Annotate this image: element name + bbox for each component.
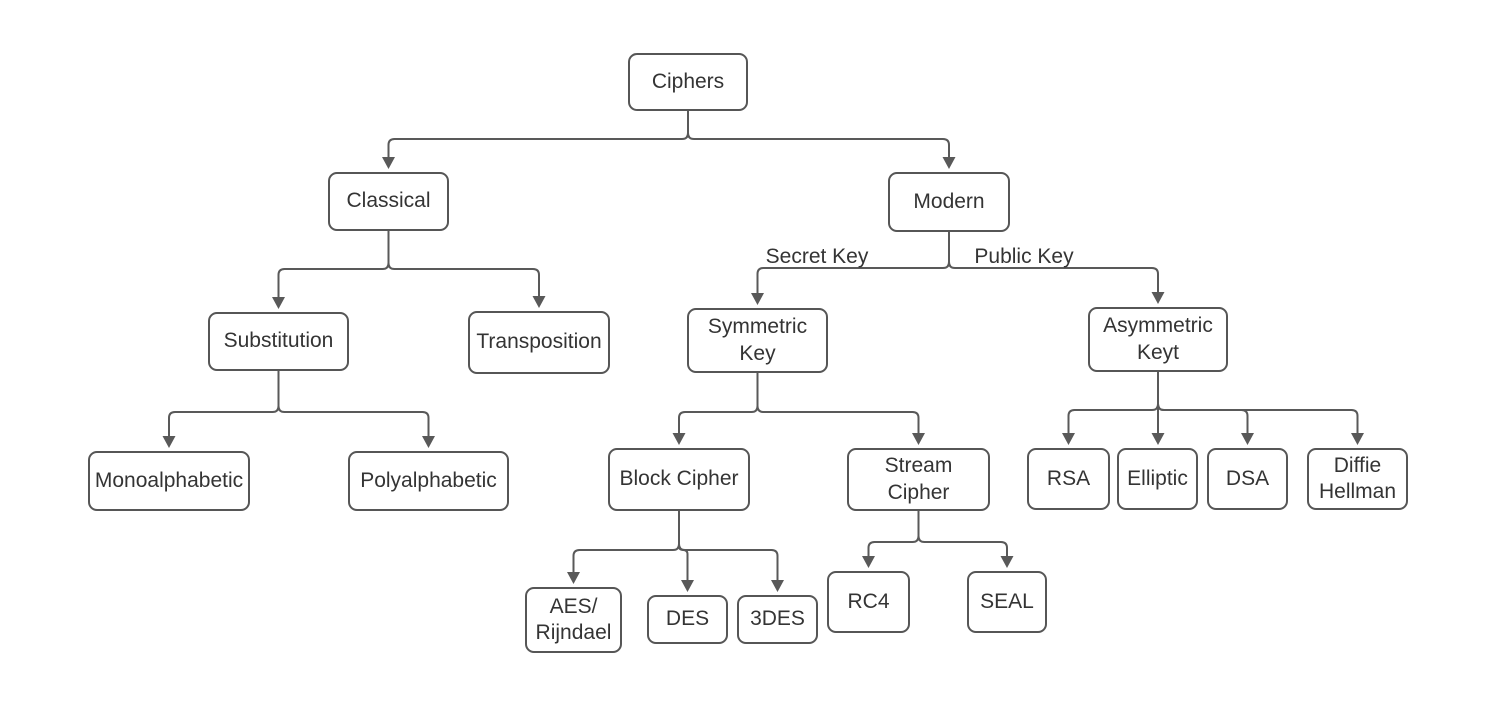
arrowhead-icon — [912, 433, 925, 445]
node-modern-label: Modern — [913, 189, 985, 213]
node-block-cipher: Block Cipher — [608, 448, 750, 511]
node-modern: Modern — [888, 172, 1010, 232]
node-seal: SEAL — [967, 571, 1047, 633]
node-rc4-label: RC4 — [847, 589, 890, 613]
node-elliptic-label: Elliptic — [1127, 466, 1188, 490]
node-asymmetric-key-label: Asymmetric Keyt — [1103, 314, 1213, 364]
node-stream-cipher-label: Stream Cipher — [884, 454, 953, 504]
edge-label-secret-key: Secret Key — [765, 245, 869, 268]
arrowhead-icon — [382, 157, 395, 169]
node-rc4: RC4 — [827, 571, 910, 633]
node-polyalphabetic: Polyalphabetic — [348, 451, 509, 511]
node-dsa: DSA — [1207, 448, 1288, 510]
edge-stream-rc4 — [862, 511, 920, 568]
node-des-label: DES — [665, 607, 710, 631]
arrowhead-icon — [1151, 433, 1165, 445]
arrowhead-icon — [1062, 433, 1075, 445]
arrowhead-icon — [567, 572, 580, 584]
edge-asymmetric-dsa — [1157, 372, 1254, 445]
edge-substitution-polyalphabetic — [277, 371, 435, 448]
arrowhead-icon — [942, 157, 956, 169]
node-substitution: Substitution — [208, 312, 349, 371]
node-des: DES — [647, 595, 728, 644]
node-rsa: RSA — [1027, 448, 1110, 510]
node-ciphers-label: Ciphers — [651, 69, 725, 93]
node-3des-label: 3DES — [750, 607, 805, 631]
node-classical: Classical — [328, 172, 449, 231]
node-seal-label: SEAL — [980, 589, 1034, 613]
edge-ciphers-modern — [687, 111, 956, 169]
node-monoalphabetic: Monoalphabetic — [88, 451, 250, 511]
node-symmetric-key-label: Symmetric Key — [707, 315, 808, 365]
edge-substitution-monoalphabetic — [162, 371, 280, 448]
edge-asymmetric-rsa — [1062, 372, 1159, 445]
node-dsa-label: DSA — [1225, 466, 1270, 490]
arrowhead-icon — [1000, 556, 1014, 568]
node-stream-cipher: Stream Cipher — [847, 448, 990, 511]
edge-label-public-key: Public Key — [974, 245, 1074, 268]
edge-modern-symmetric — [751, 232, 950, 305]
node-monoalphabetic-label: Monoalphabetic — [94, 468, 244, 492]
arrowhead-icon — [422, 436, 435, 448]
edge-block-des — [678, 511, 694, 592]
edge-ciphers-classical — [382, 111, 689, 169]
arrowhead-icon — [862, 556, 875, 568]
edge-stream-seal — [917, 511, 1014, 568]
edge-classical-transposition — [387, 231, 546, 308]
arrowhead-icon — [1151, 292, 1165, 304]
node-rsa-label: RSA — [1046, 466, 1091, 490]
node-3des: 3DES — [737, 595, 818, 644]
node-diffie-hellman: Diffie Hellman — [1307, 448, 1408, 510]
arrowhead-icon — [1351, 433, 1364, 445]
node-asymmetric-key: Asymmetric Keyt — [1088, 307, 1228, 372]
node-block-cipher-label: Block Cipher — [619, 467, 739, 491]
arrowhead-icon — [771, 580, 784, 592]
arrowhead-icon — [272, 297, 285, 309]
node-diffie-hellman-label: Diffie Hellman — [1318, 453, 1397, 503]
arrowhead-icon — [1241, 433, 1254, 445]
arrowhead-icon — [162, 436, 176, 448]
arrowhead-icon — [532, 296, 546, 308]
arrowhead-icon — [681, 580, 694, 592]
arrowhead-icon — [672, 433, 686, 445]
edge-modern-asymmetric — [948, 232, 1165, 304]
edge-symmetric-stream — [756, 373, 925, 445]
node-symmetric-key: Symmetric Key — [687, 308, 828, 373]
node-polyalphabetic-label: Polyalphabetic — [360, 468, 497, 492]
node-elliptic: Elliptic — [1117, 448, 1198, 510]
node-ciphers: Ciphers — [628, 53, 748, 111]
edge-asymmetric-diffie — [1157, 372, 1364, 445]
edge-classical-substitution — [272, 231, 390, 309]
node-aes-rijndael-label: AES/ Rijndael — [535, 594, 612, 644]
edge-block-tdes — [678, 511, 784, 592]
edge-block-aes — [567, 511, 680, 584]
node-aes-rijndael: AES/ Rijndael — [525, 587, 622, 653]
node-classical-label: Classical — [346, 189, 431, 213]
edge-symmetric-block — [672, 373, 759, 445]
node-substitution-label: Substitution — [223, 329, 334, 353]
arrowhead-icon — [751, 293, 764, 305]
node-transposition-label: Transposition — [476, 330, 602, 354]
node-transposition: Transposition — [468, 311, 610, 374]
